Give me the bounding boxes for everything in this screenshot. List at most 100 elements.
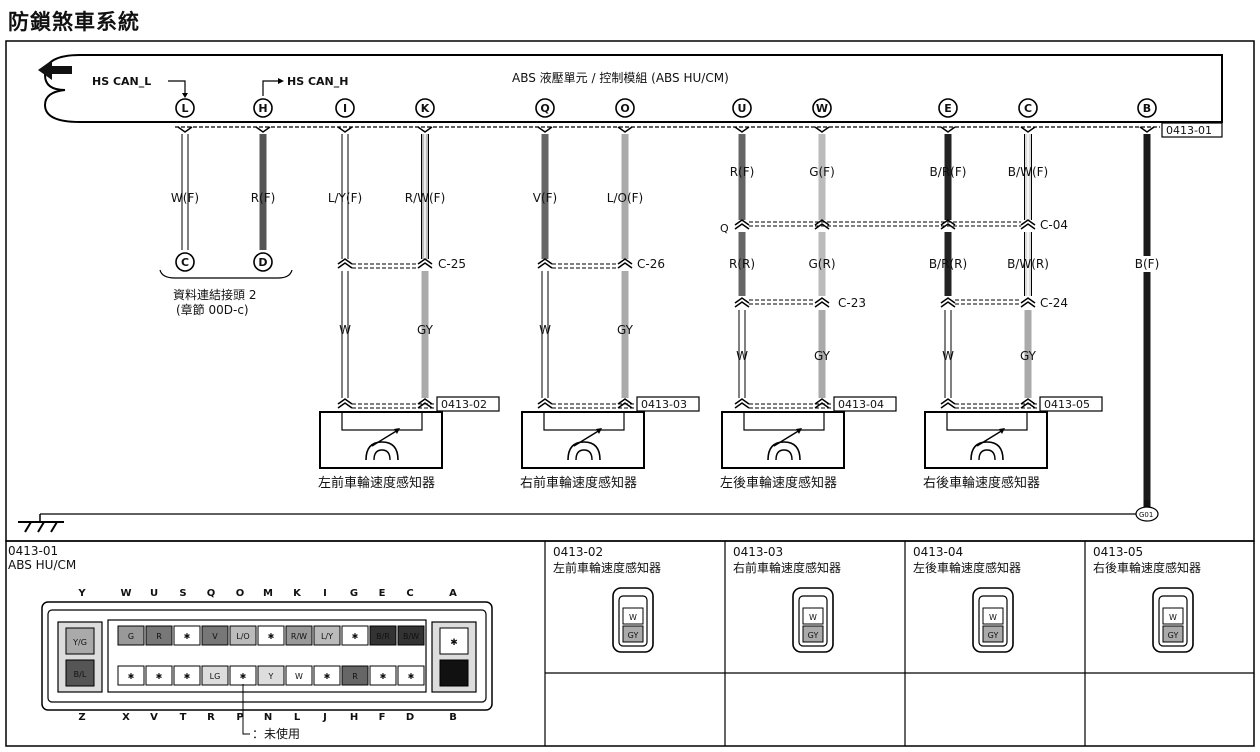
pin-cell-label: ✱	[184, 632, 191, 641]
connector-chevron	[177, 126, 193, 133]
can-l-leader	[168, 80, 186, 96]
sensor-connector-shell	[978, 595, 1008, 647]
sensor-inner	[946, 411, 1028, 431]
sensor-gear-icon	[978, 449, 996, 461]
main-connector-name: ABS HU/CM	[8, 558, 76, 572]
pin-cell	[313, 665, 341, 686]
wire-label: W(F)	[171, 191, 199, 205]
pin-cell	[145, 625, 173, 646]
sensor-pin-label: W	[629, 613, 637, 622]
wire-label: GY	[417, 323, 434, 337]
wire-label: G(F)	[809, 165, 835, 179]
sensor-connector-name: 右後車輪速度感知器	[1093, 560, 1201, 575]
sensor-arrow-icon	[976, 429, 1004, 447]
connector-chevron	[337, 126, 353, 133]
pin-letter-top: Q	[207, 588, 216, 599]
connector-chevron	[617, 258, 633, 265]
pin-cell	[201, 625, 229, 646]
sensor-pin-cell	[622, 625, 644, 643]
connector-chevron	[417, 262, 433, 269]
connector-chevron	[255, 126, 271, 133]
connector-chevron	[1020, 297, 1036, 304]
pin-cell	[369, 625, 397, 646]
connector-chevron	[940, 126, 956, 133]
connector-inner	[107, 619, 427, 693]
pin-cell	[285, 665, 313, 686]
can-h-label: HS CAN_H	[287, 75, 348, 88]
sensor-pin-label: W	[1169, 613, 1177, 622]
connector-shell	[47, 609, 487, 703]
sensor-connector-shell	[798, 595, 828, 647]
sensor-gear-icon	[567, 441, 601, 461]
sensor-arrow-icon	[573, 429, 601, 447]
sensor-name: 左後車輪速度感知器	[720, 475, 837, 491]
pin-cell	[229, 625, 257, 646]
sensor-name: 右後車輪速度感知器	[923, 475, 1040, 491]
pin-cell-label: B/W	[403, 632, 419, 641]
sensor-code-box	[436, 396, 500, 412]
pin-cell	[439, 627, 469, 655]
arrow-left-icon	[38, 60, 72, 80]
connector-q-label: Q	[720, 222, 729, 235]
pin-cell	[65, 627, 95, 655]
can-h-arrow-icon	[278, 78, 284, 84]
pin-letter-top: C	[406, 588, 413, 599]
pin-cell	[257, 625, 285, 646]
pin-cell	[65, 659, 95, 687]
pin-letter-top: A	[449, 588, 457, 599]
connector-chevron	[337, 402, 353, 409]
wire-label: W	[736, 349, 748, 363]
sensor-gear-icon	[775, 449, 793, 461]
sensor-name: 左前車輪速度感知器	[318, 475, 435, 491]
pin-cell-label: L/O	[236, 632, 249, 641]
connector-chevron	[940, 301, 956, 308]
ground-symbol	[37, 521, 45, 533]
connector-chevron	[417, 398, 433, 405]
wire-label: W	[942, 349, 954, 363]
connector-chevron	[1020, 126, 1036, 133]
connector-chevron	[417, 258, 433, 265]
pin-W-letter: W	[816, 102, 828, 115]
pin-cell-label: R/W	[291, 632, 307, 641]
connector-chevron	[417, 126, 433, 133]
sensor-pin-cell	[622, 607, 644, 625]
sensor-code: 0413-04	[838, 398, 884, 411]
pin-letter-top: W	[120, 588, 131, 599]
can-l-label: HS CAN_L	[92, 75, 151, 88]
sensor-arrow-icon	[773, 429, 801, 447]
sensor-gear-icon	[767, 441, 801, 461]
pin-cell-label: V	[212, 632, 218, 641]
connector-chevron	[940, 297, 956, 304]
can-h-leader	[262, 80, 282, 96]
pin-cell	[369, 665, 397, 686]
wire-label: GY	[1020, 349, 1037, 363]
pin-letter-top: E	[379, 588, 386, 599]
pin-letter-bottom: L	[294, 712, 301, 723]
connector-chevron	[814, 223, 830, 230]
sensor-inner	[341, 411, 423, 431]
sensor-arrow-icon	[596, 428, 602, 434]
wire-label: GY	[617, 323, 634, 337]
dlc-label-1: 資料連結接頭 2	[173, 287, 256, 302]
pin-cell	[341, 625, 369, 646]
sensor-inner	[743, 411, 825, 431]
connector-chevron	[537, 126, 553, 133]
module-title: ABS 液壓單元 / 控制模組 (ABS HU/CM)	[512, 70, 729, 85]
sensor-code-box	[636, 396, 700, 412]
connector-chevron	[417, 402, 433, 409]
sensor-connector-shell	[1158, 595, 1188, 647]
connector-chevron	[940, 402, 956, 409]
dlc-pin-D-letter: D	[258, 256, 267, 269]
pin-cell	[257, 665, 285, 686]
pin-H-letter: H	[258, 102, 267, 115]
wire-label: R(F)	[730, 165, 755, 179]
connector-chevron	[940, 219, 956, 226]
sensor-pin-label: W	[809, 613, 817, 622]
connector-chevron	[337, 398, 353, 405]
pin-cell-label: ✱	[240, 672, 247, 681]
wire-label: R(F)	[251, 191, 276, 205]
pin-K-letter: K	[421, 102, 430, 115]
sensor-pin-cell	[982, 625, 1004, 643]
